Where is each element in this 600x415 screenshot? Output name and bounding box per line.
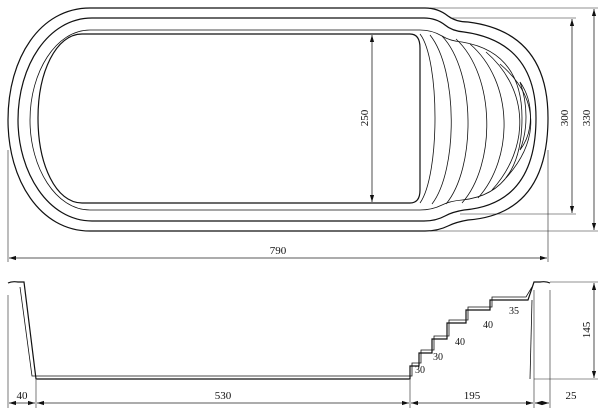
plan-step-3 [441, 35, 469, 205]
plan-step-1 [419, 33, 436, 204]
plan-step-5 [469, 43, 505, 199]
dim-label-790: 790 [270, 245, 287, 257]
pool-outer-rim [7, 7, 549, 232]
dim-label-330: 330 [581, 109, 593, 126]
pool-inner-rim [17, 17, 537, 222]
plan-step-6 [485, 51, 521, 191]
dim-label-250: 250 [359, 109, 371, 126]
plan-step-4 [455, 38, 488, 204]
pool-water-surface [37, 33, 421, 204]
dim-label-25: 25 [566, 390, 578, 402]
step-label-1: 30 [415, 365, 425, 376]
dim-label-40: 40 [17, 390, 29, 402]
pool-deck-line [29, 29, 523, 211]
section-inner-profile [19, 286, 533, 377]
plan-view: 250 300 330 790 [7, 7, 598, 262]
dim-label-530: 530 [215, 390, 232, 402]
step-label-3: 40 [455, 337, 465, 348]
dim-label-300: 300 [559, 109, 571, 126]
section-outer-profile [7, 281, 551, 380]
plan-step-2 [429, 34, 452, 205]
section-view: 30 30 40 40 35 40 530 195 25 145 [7, 281, 598, 408]
dim-label-195: 195 [464, 390, 481, 402]
step-label-4: 40 [483, 320, 493, 331]
plan-bench [519, 81, 531, 151]
dim-label-145: 145 [581, 321, 593, 338]
step-label-5: 35 [509, 306, 519, 317]
section-wall-right [529, 299, 533, 380]
step-label-2: 30 [433, 352, 443, 363]
